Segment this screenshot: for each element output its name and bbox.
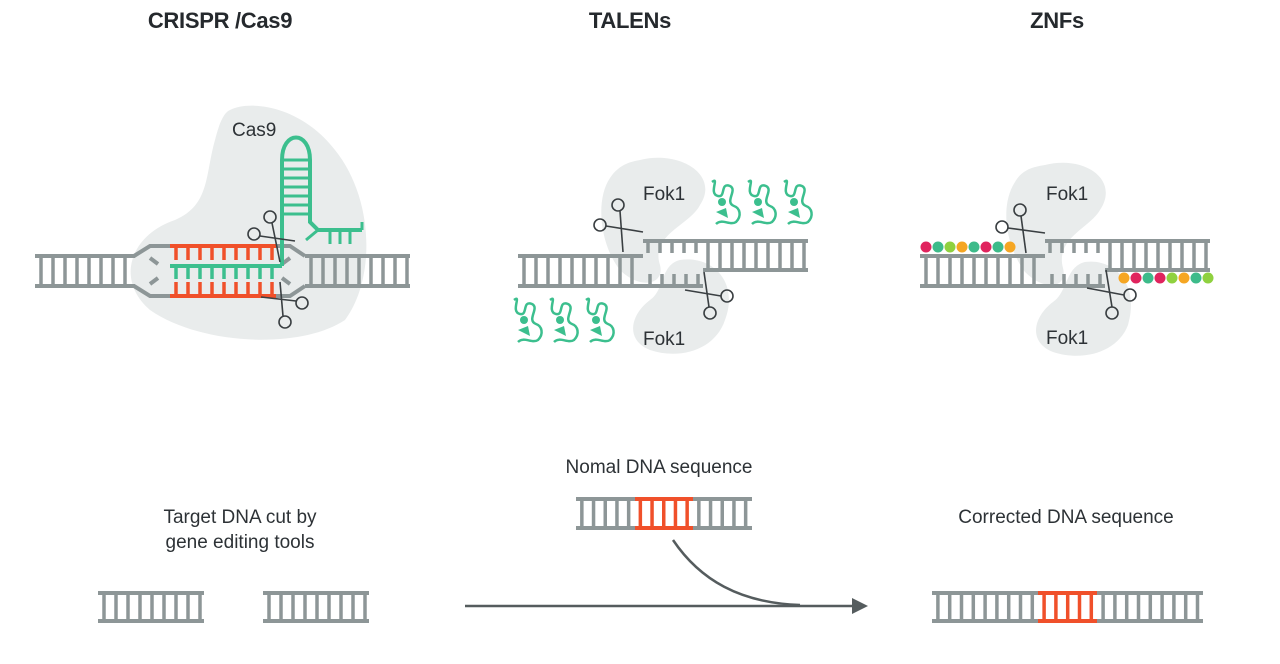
rna-branch: [305, 228, 319, 242]
tale-repeat: [711, 179, 741, 226]
tale-arrow: [752, 208, 764, 218]
zinc-finger: [1130, 272, 1142, 284]
tale-node: [754, 198, 762, 206]
repair-arrow: [465, 539, 868, 614]
fok1-top-label: Fok1: [1046, 184, 1088, 205]
tale-repeat: [747, 179, 777, 226]
zinc-finger: [992, 241, 1004, 253]
corrected-dna-label: Corrected DNA sequence: [958, 507, 1174, 528]
scissors-icon: [593, 198, 644, 253]
talens-panel: Fok1 Fok1: [513, 157, 813, 354]
corrected-dna-sequence: [932, 591, 1203, 623]
talens-title: TALENs: [588, 8, 672, 33]
tale-node: [556, 316, 564, 324]
crispr-cas9-panel: Cas9: [35, 105, 410, 340]
tale-repeat: [585, 297, 615, 344]
tale-node: [520, 316, 528, 324]
tale-repeat: [549, 297, 579, 344]
zinc-finger: [1190, 272, 1202, 284]
arrow-head-icon: [852, 598, 868, 614]
zinc-finger: [1178, 272, 1190, 284]
tale-node: [790, 198, 798, 206]
dna-left: [35, 254, 135, 288]
normal-dna-sequence: [576, 497, 752, 530]
zinc-finger: [980, 241, 992, 253]
zinc-finger: [1202, 272, 1214, 284]
cas9-label: Cas9: [232, 120, 276, 141]
zinc-finger-array-right: [1118, 272, 1214, 284]
zinc-finger: [932, 241, 944, 253]
fok1-protein-blob-top: [601, 157, 706, 283]
zinc-finger: [1004, 241, 1016, 253]
zinc-finger: [1154, 272, 1166, 284]
tale-arrow: [590, 326, 602, 336]
fok1-protein-blob-bottom: [1036, 261, 1132, 356]
cut-dna-fragment-right: [263, 591, 369, 623]
target-cut-label-line1: Target DNA cut by: [163, 507, 317, 528]
zinc-finger: [920, 241, 932, 253]
znfs-title: ZNFs: [1030, 8, 1084, 33]
tale-arrow: [518, 326, 530, 336]
scissors-icon: [247, 210, 296, 263]
scissors-icon: [260, 281, 309, 329]
fok1-top-label: Fok1: [643, 184, 685, 205]
znfs-panel: Fok1 Fok1: [920, 162, 1214, 356]
dna-fork: [132, 244, 307, 298]
zinc-finger: [1118, 272, 1130, 284]
fok1-bottom-label: Fok1: [643, 329, 685, 350]
crispr-title: CRISPR /Cas9: [147, 8, 293, 33]
tale-arrow: [716, 208, 728, 218]
dna-staggered: [518, 239, 808, 288]
zinc-finger: [968, 241, 980, 253]
scissors-icon: [684, 271, 734, 320]
zinc-finger: [944, 241, 956, 253]
zinc-finger: [1142, 272, 1154, 284]
tale-arrow: [788, 208, 800, 218]
tale-proteins-top: [711, 179, 813, 226]
target-dna-strand: [170, 244, 276, 298]
tale-repeat: [513, 297, 543, 344]
tale-node: [592, 316, 600, 324]
fok1-bottom-label: Fok1: [1046, 328, 1088, 349]
zinc-finger: [1166, 272, 1178, 284]
guide-rna: [170, 135, 364, 279]
zinc-finger-array-left: [920, 241, 1016, 253]
tale-repeat: [783, 179, 813, 226]
scissors-icon: [1086, 269, 1137, 320]
target-cut-label: Target DNA cut by gene editing tools: [163, 505, 316, 555]
guide-rna-hairpin: [280, 135, 362, 266]
cut-dna-fragment-left: [98, 591, 204, 623]
dna-staggered: [920, 239, 1210, 288]
cas9-protein-blob: [130, 105, 367, 340]
dna-right: [305, 254, 410, 288]
tale-arrow: [554, 326, 566, 336]
normal-dna-label: Nomal DNA sequence: [565, 457, 753, 478]
target-cut-label-line2: gene editing tools: [165, 532, 315, 553]
tale-node: [718, 198, 726, 206]
tale-proteins-bottom: [513, 297, 615, 344]
zinc-finger: [956, 241, 968, 253]
scissors-icon: [995, 203, 1046, 254]
